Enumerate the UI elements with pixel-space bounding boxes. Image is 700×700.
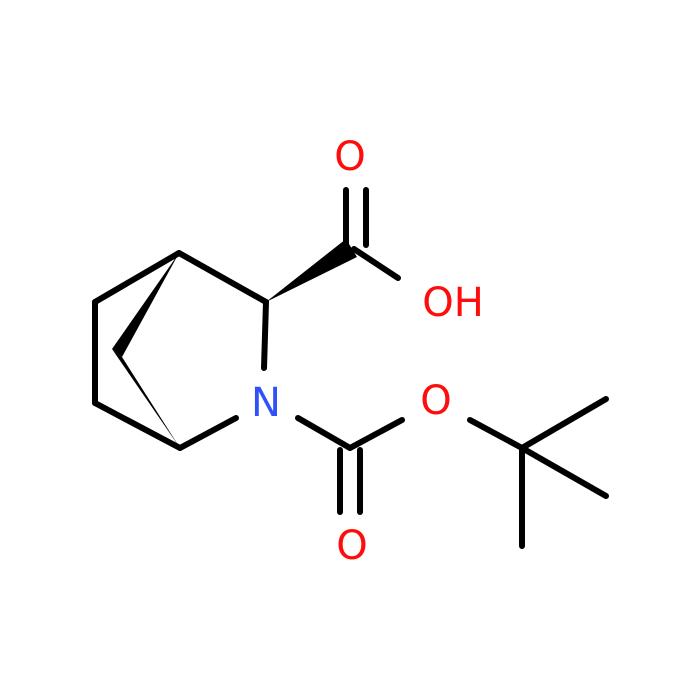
bond-boc-c-o-ester (347, 417, 405, 451)
wedge-bridge-lower (112, 349, 180, 448)
atom-label-ester-o: O (420, 378, 451, 424)
bond-ester-o-tbu (467, 417, 525, 451)
atom-label-boc-carbonyl-o: O (336, 523, 367, 569)
bonds (92, 187, 609, 549)
bond-tbu-methyl-2 (519, 445, 609, 499)
bond-n-c4 (177, 415, 239, 451)
wedge-bridge-upper (112, 253, 179, 357)
bond-c1-c2 (92, 250, 182, 305)
bond-c5-n (261, 299, 269, 371)
bond-n-boc-carbon (295, 415, 353, 451)
bond-carboxyl-c-oh (351, 246, 401, 281)
wedge-c5-carboxyl (266, 239, 357, 302)
atom-label-nitrogen: N (251, 380, 281, 426)
atom-label-carboxyl-oh: OH (422, 280, 484, 326)
bond-c1-c5 (176, 250, 269, 305)
bond-c3-c4 (92, 400, 183, 451)
atom-label-carboxyl-o: O (334, 134, 365, 180)
bond-tbu-methyl-1 (519, 396, 609, 451)
atom-labels: O OH N O O (251, 134, 484, 569)
